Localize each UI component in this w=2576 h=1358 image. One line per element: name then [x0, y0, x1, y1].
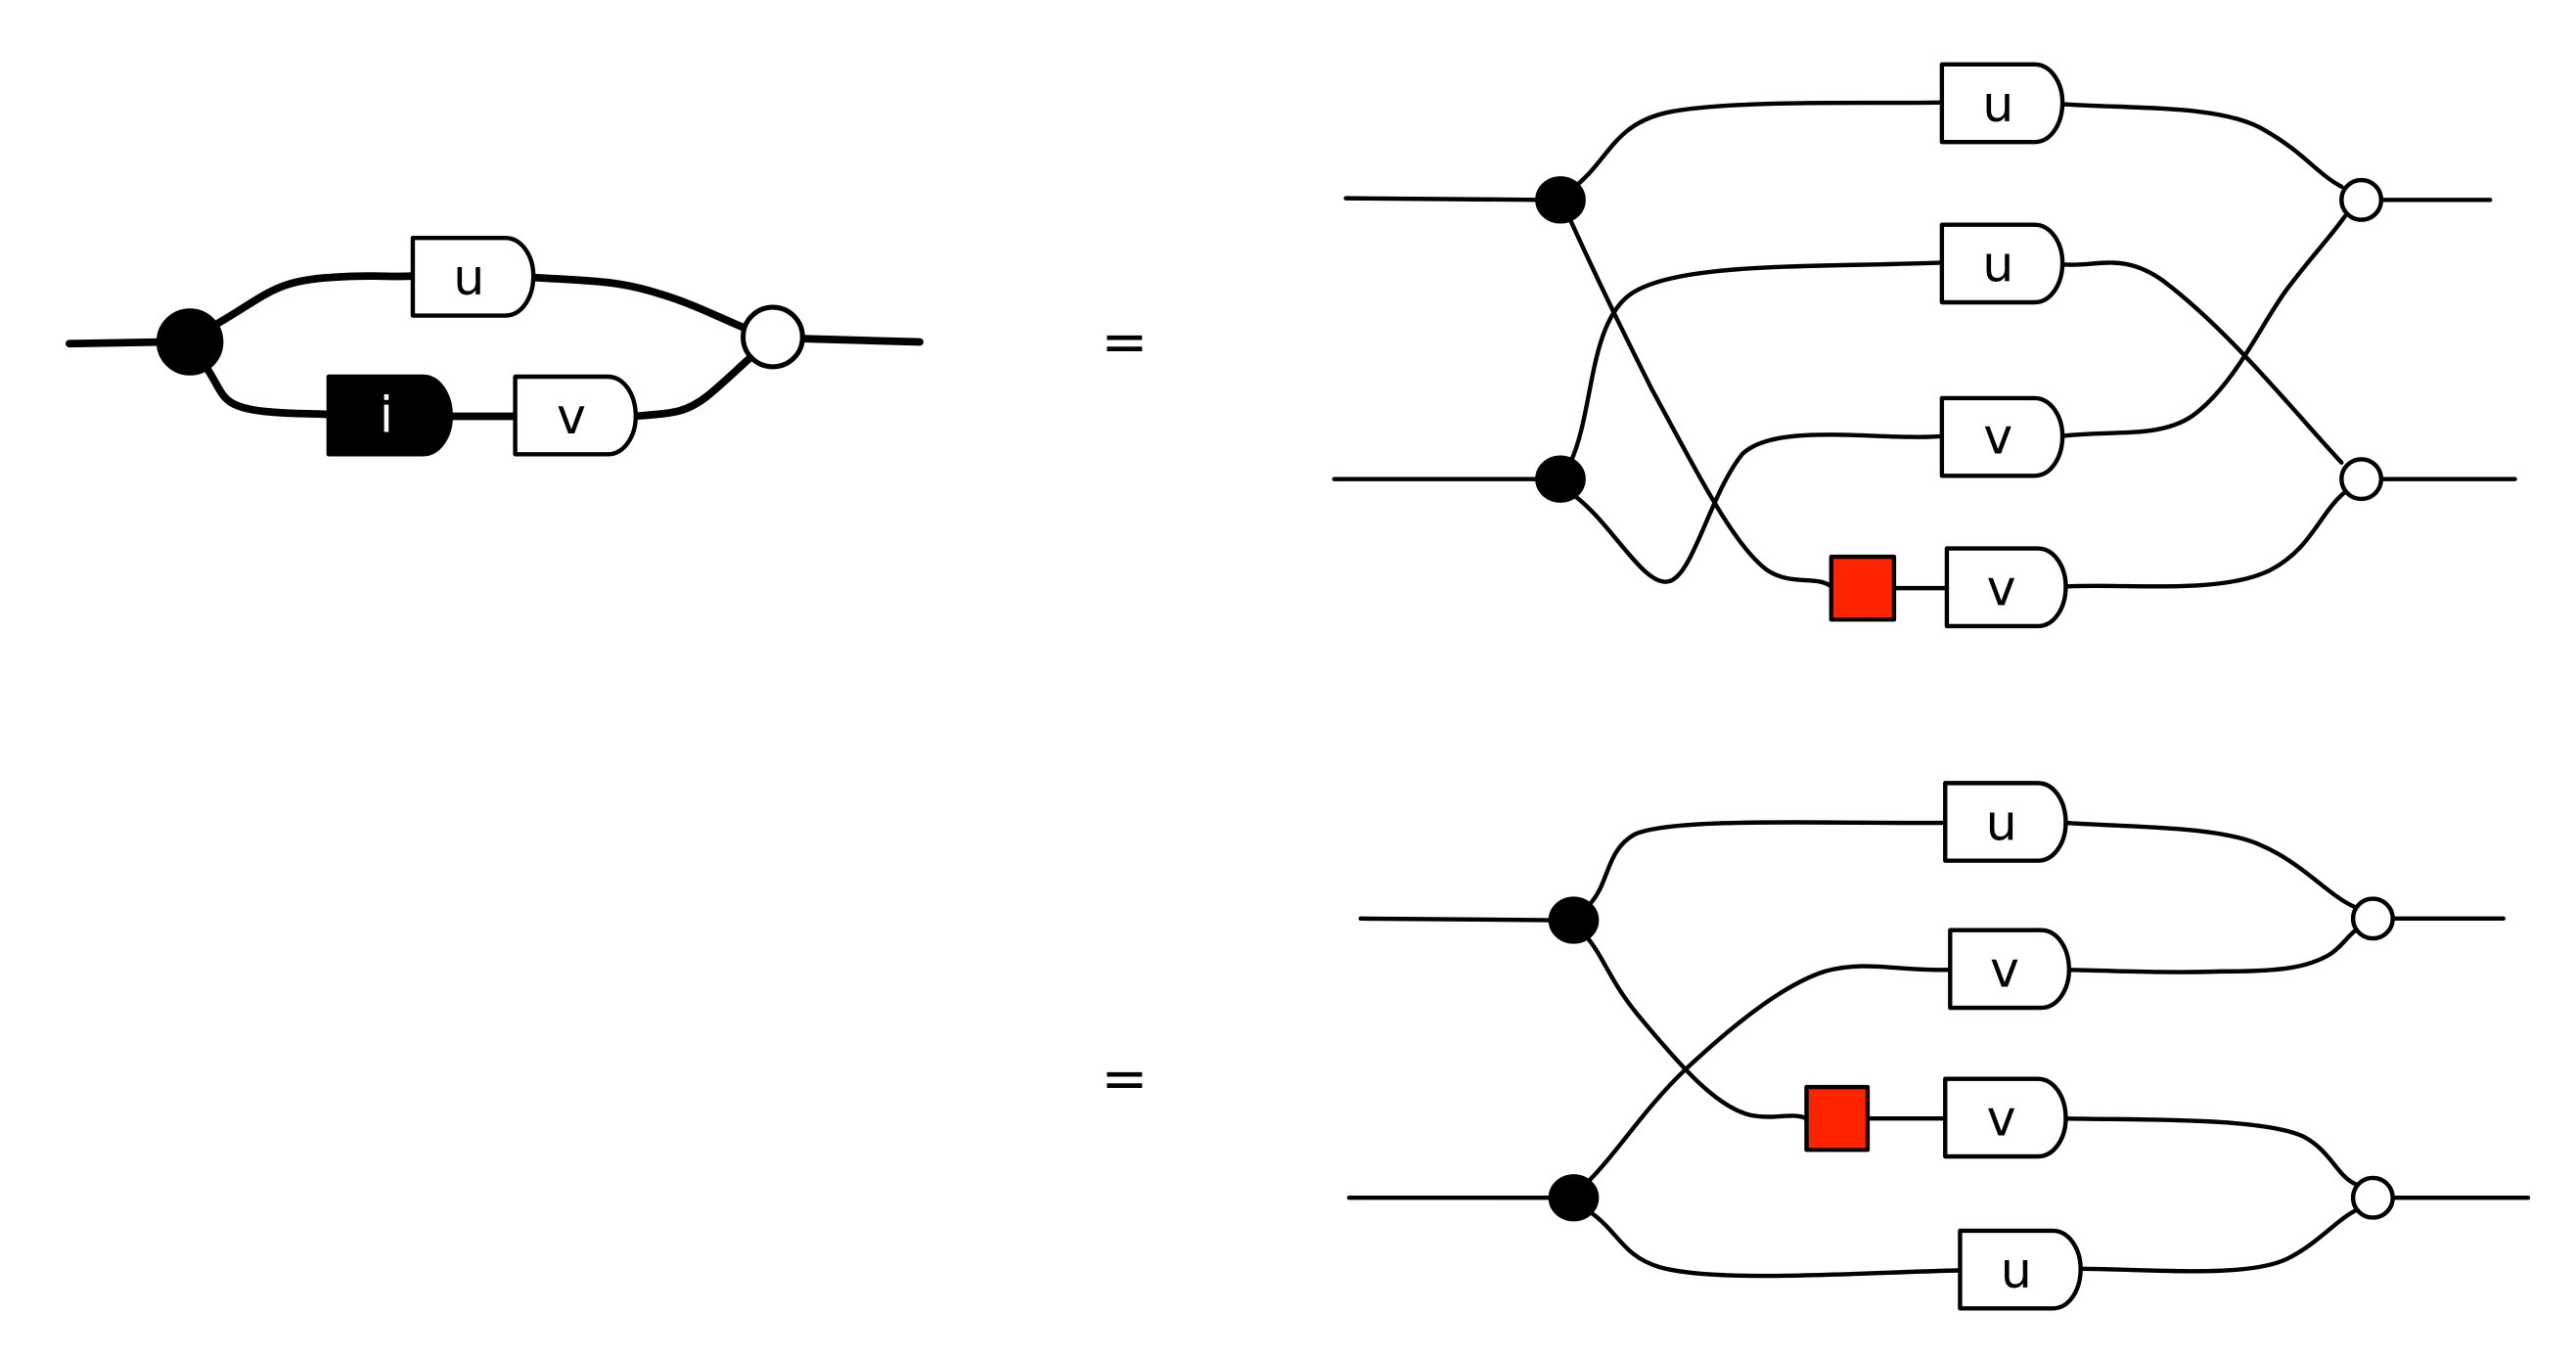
rt-box-v-3: v: [1939, 395, 2065, 478]
lhs-wire-split-to-u: [207, 272, 417, 332]
right-top-diagram: u u v v: [1332, 62, 2517, 629]
lhs-box-i-label: i: [380, 385, 393, 443]
rt-merge-node-1: [2339, 177, 2384, 222]
rt-wire-split2-to-v3: [1569, 432, 1945, 584]
rt-wire-v3-to-merge1: [2058, 214, 2347, 438]
lhs-wire-split-to-i: [201, 361, 335, 419]
rt-wire-u1-to-merge1: [2058, 102, 2344, 190]
rb-copy-node-2: [1548, 1174, 1600, 1222]
equals-sign-bottom: =: [1101, 1046, 1148, 1111]
rt-wire-v4-to-merge2: [2061, 489, 2347, 589]
rb-wire-u1-to-merge1: [2061, 820, 2358, 910]
rt-box-u-2-label: u: [1982, 236, 2013, 294]
rb-wire-v2-to-merge1: [2064, 926, 2361, 974]
rt-box-v-4: v: [1944, 546, 2068, 629]
rt-wire-split2-to-u2: [1567, 260, 1945, 465]
lhs-box-v: v: [513, 374, 639, 457]
lhs-merge-node: [740, 304, 805, 370]
rb-wire-split1-to-red: [1583, 932, 1809, 1121]
rt-wire-u2-to-merge2: [2058, 260, 2344, 465]
rb-box-v-2-label: v: [1990, 941, 2019, 999]
lhs-input-wire: [66, 338, 169, 348]
rb-merge-node-2: [2350, 1175, 2395, 1220]
lhs-box-i: i: [326, 374, 453, 457]
rb-wire-u4-to-merge2: [2076, 1206, 2361, 1274]
rt-merge-node-2: [2339, 457, 2384, 502]
rt-wire-split1-to-red: [1566, 214, 1833, 589]
lhs-wire-u-to-merge: [527, 273, 750, 333]
rb-copy-node-1: [1548, 896, 1600, 944]
rb-box-u-1-label: u: [1986, 793, 2017, 851]
rt-box-u-1-label: u: [1982, 75, 2013, 133]
rt-red-box-shape: [1829, 554, 1897, 622]
rt-box-v-3-label: v: [1983, 407, 2012, 465]
rt-input-wire-1: [1343, 196, 1547, 203]
lhs-copy-node: [156, 308, 224, 376]
lhs-box-u-label: u: [453, 249, 484, 306]
rt-box-u-2: u: [1939, 222, 2065, 305]
rb-merge-node-1: [2350, 896, 2395, 941]
rb-red-box: [1804, 1084, 1871, 1153]
left-diagram: u i v: [66, 235, 924, 457]
lhs-output-wire: [798, 335, 924, 346]
rb-box-u-4: u: [1958, 1228, 2083, 1311]
rt-wire-split1-to-u1: [1574, 100, 1945, 188]
rb-box-u-4-label: u: [2001, 1242, 2032, 1299]
rb-box-v-3: v: [1943, 1076, 2068, 1159]
rt-copy-node-2: [1535, 455, 1586, 503]
rb-wire-split1-to-u1: [1586, 820, 1948, 908]
rt-box-v-4-label: v: [1987, 560, 2016, 617]
lhs-box-u: u: [410, 235, 536, 318]
lhs-wire-v-to-merge: [630, 352, 755, 421]
rb-box-u-1: u: [1943, 781, 2068, 863]
rb-box-v-2: v: [1948, 928, 2072, 1011]
rt-red-box: [1829, 554, 1897, 622]
rb-red-box-shape: [1804, 1084, 1871, 1153]
right-bottom-diagram: u v v u: [1346, 781, 2531, 1311]
rb-box-v-3-label: v: [1987, 1090, 2016, 1148]
lhs-box-v-label: v: [557, 387, 586, 445]
rb-wire-v3-to-merge2: [2061, 1115, 2359, 1187]
rt-box-u-1: u: [1939, 62, 2065, 145]
rb-wire-split2-to-u4: [1586, 1208, 1963, 1279]
equals-sign-top: =: [1101, 309, 1148, 375]
rt-copy-node-1: [1535, 176, 1586, 224]
rb-input-wire-1: [1358, 916, 1559, 923]
rb-wire-split2-to-v2: [1584, 964, 1953, 1186]
